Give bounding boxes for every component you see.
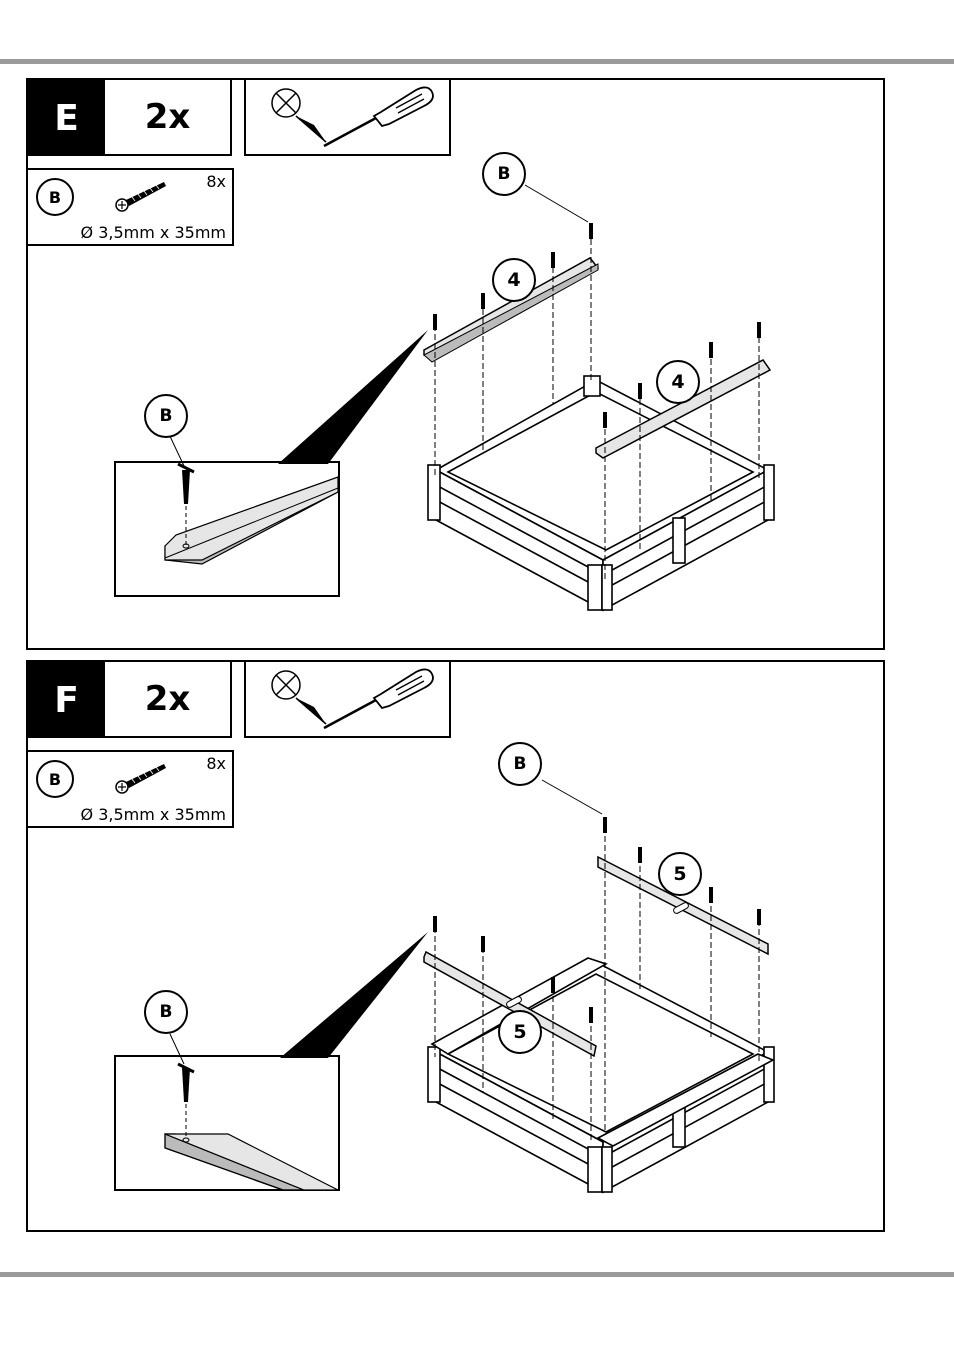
circled-x-icon: [271, 88, 301, 118]
callout-detail-b: B: [144, 990, 188, 1034]
screwdriver-icon: [271, 86, 434, 148]
part-callout: B: [36, 178, 74, 216]
callout-board-5-left: 5: [498, 1010, 542, 1054]
tool-box: [244, 662, 451, 738]
callout-board-4-right: 4: [656, 360, 700, 404]
part-dimension: Ø 3,5mm x 35mm: [80, 223, 226, 242]
step-f-panel: F 2x B 8x Ø 3,5mm x 35mm: [26, 660, 885, 1232]
screw-icon: [115, 764, 166, 794]
step-f-header: F 2x: [28, 662, 232, 738]
circled-x-icon: [271, 670, 301, 700]
tool-box: [244, 80, 451, 156]
top-rule: [0, 59, 954, 64]
screwdriver-icon: [271, 668, 434, 730]
step-e-header: E 2x: [28, 80, 232, 156]
part-quantity: 8x: [206, 754, 226, 773]
callout-board-4-left: 4: [492, 258, 536, 302]
assembly-drawing-e: [114, 184, 775, 612]
step-letter: F: [28, 662, 105, 738]
callout-board-5-right: 5: [658, 852, 702, 896]
part-quantity: 8x: [206, 172, 226, 191]
bottom-rule: [0, 1272, 954, 1277]
step-e-panel: E 2x B 8x Ø 3,5mm x 35mm: [26, 78, 885, 650]
callout-screw-b: B: [482, 152, 526, 196]
repeat-count: 2x: [105, 662, 232, 738]
step-letter: E: [28, 80, 105, 156]
repeat-count: 2x: [105, 80, 232, 156]
part-dimension: Ø 3,5mm x 35mm: [80, 805, 226, 824]
screw-icon: [115, 182, 166, 212]
callout-detail-b: B: [144, 394, 188, 438]
parts-box: B 8x Ø 3,5mm x 35mm: [28, 750, 234, 828]
parts-box: B 8x Ø 3,5mm x 35mm: [28, 168, 234, 246]
callout-screw-b: B: [498, 742, 542, 786]
part-callout: B: [36, 760, 74, 798]
assembly-drawing-f: [114, 779, 775, 1194]
